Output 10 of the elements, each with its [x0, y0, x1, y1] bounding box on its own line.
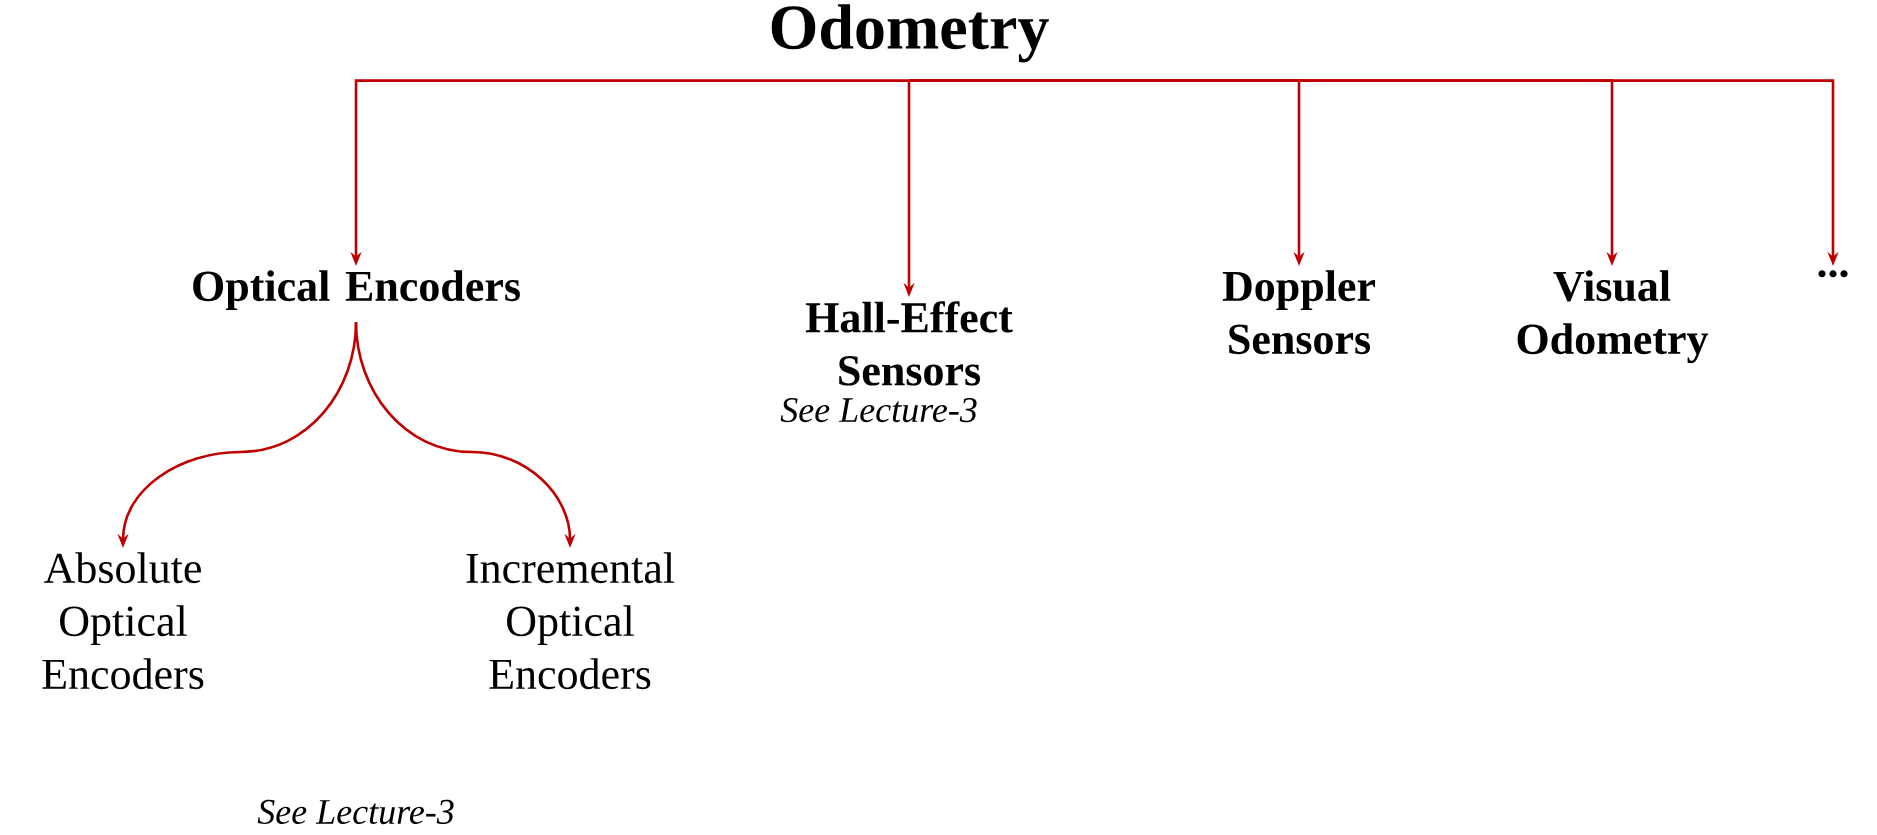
- note-text: See Lecture-3: [257, 799, 454, 825]
- category-heading: Hall-Effect Sensors: [805, 301, 1013, 386]
- category-heading: Optical Encoders: [193, 270, 520, 311]
- category-heading: Visual Odometry: [1517, 270, 1709, 364]
- note-text: See Lecture-3: [780, 398, 977, 423]
- subcategory-text: Incremental Optical Encoders: [466, 552, 675, 690]
- subcategory-text: Absolute Optical Encoders: [42, 552, 204, 690]
- title-heading: Odometry: [771, 4, 1049, 63]
- category-heading: ...: [1818, 270, 1848, 278]
- category-heading: Doppler Sensors: [1222, 270, 1376, 355]
